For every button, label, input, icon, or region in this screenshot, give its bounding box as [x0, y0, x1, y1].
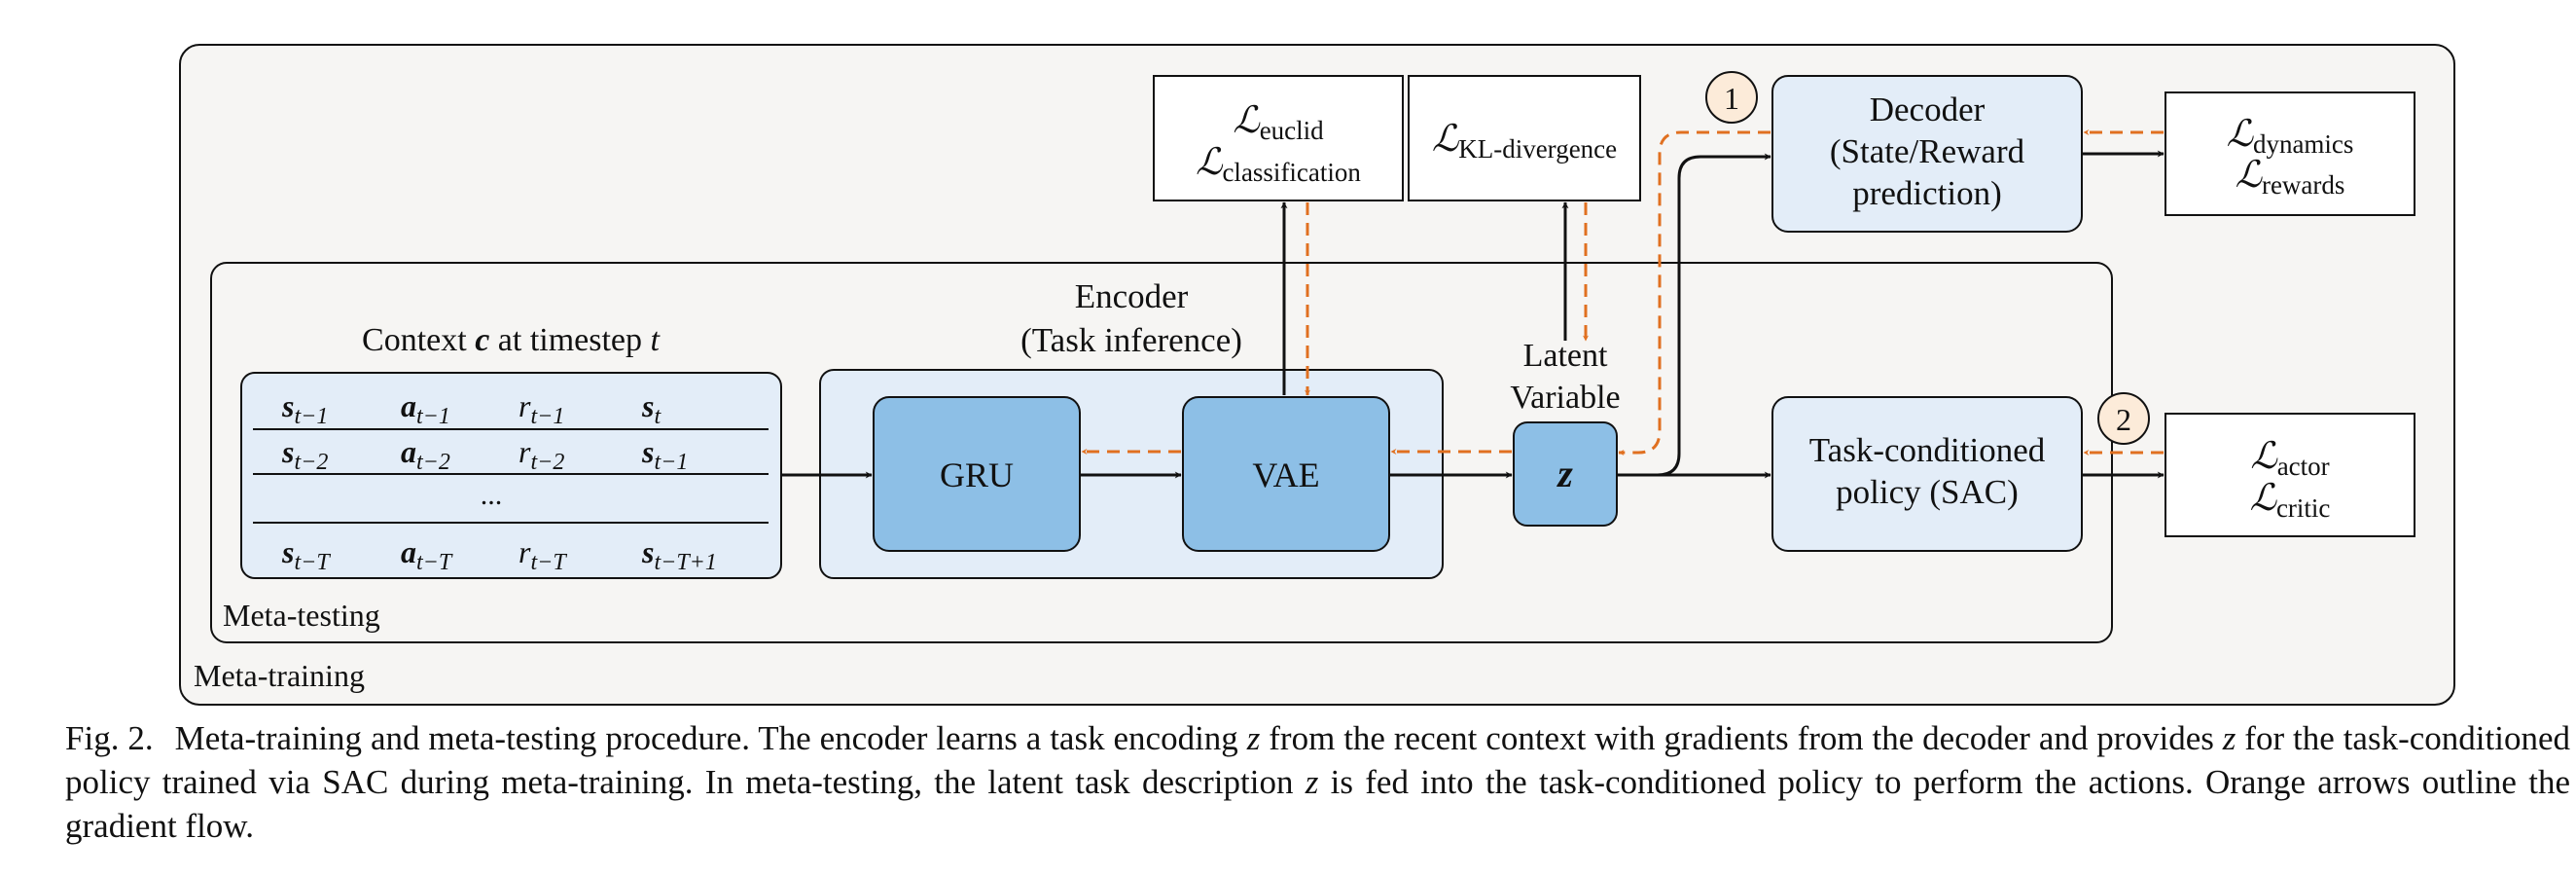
svg-text:2: 2	[2116, 402, 2131, 437]
encoder-subtitle: (Task inference)	[1020, 321, 1242, 359]
figure-caption: Fig. 2. Meta-training and meta-testing pr…	[65, 716, 2570, 848]
latent-z-symbol: z	[1556, 452, 1573, 495]
gru-label: GRU	[940, 456, 1014, 494]
caption-z-2: z	[2222, 719, 2236, 757]
caption-text-2: from the recent context with gradients f…	[1260, 719, 2223, 757]
decoder-line3: prediction)	[1852, 174, 2002, 212]
context-cell: st−T+1	[641, 534, 717, 575]
caption-text-1: Meta-training and meta-testing procedure…	[174, 719, 1247, 757]
loss-dynamics: ℒdynamics	[2227, 114, 2354, 159]
caption-text-4: is fed into the task-conditioned policy …	[65, 763, 2570, 845]
gradient-flow-arrows	[1081, 129, 2164, 456]
context-cell: at−1	[401, 388, 450, 429]
loss-critic: ℒcritic	[2250, 478, 2331, 523]
context-cell: st−1	[281, 388, 328, 429]
context-cell: rt−T	[519, 534, 567, 575]
loss-euclid: ℒeuclid	[1233, 100, 1324, 145]
marker-1: 1	[1705, 71, 1758, 124]
context-cell: st	[641, 388, 662, 429]
loss-box-euclid-classification	[1153, 75, 1404, 201]
latent-label-line1: Latent	[1523, 338, 1608, 374]
loss-box-dynamics-rewards	[2165, 91, 2415, 216]
caption-z-3: z	[1305, 763, 1319, 801]
context-cell: st−2	[281, 434, 328, 475]
decoder-line1: Decoder	[1870, 91, 1986, 128]
context-cell: at−T	[401, 534, 453, 575]
caption-z-1: z	[1246, 719, 1261, 757]
decoder-line2: (State/Reward	[1830, 132, 2025, 170]
loss-actor: ℒactor	[2250, 436, 2329, 481]
context-cell: rt−2	[519, 434, 564, 475]
loss-box-kl	[1408, 75, 1641, 201]
caption-text-3: for the task-conditioned policy trained …	[65, 719, 2570, 801]
vae-label: VAE	[1252, 456, 1319, 494]
policy-line2: policy (SAC)	[1836, 473, 2019, 511]
loss-rewards: ℒrewards	[2236, 155, 2345, 200]
latent-label-line2: Variable	[1510, 380, 1620, 416]
svg-text:1: 1	[1724, 81, 1739, 116]
encoder-title: Encoder	[1075, 277, 1189, 315]
context-ellipsis: ...	[481, 479, 503, 511]
marker-2: 2	[2097, 392, 2150, 445]
meta-testing-label: Meta-testing	[223, 598, 380, 633]
context-cell: at−2	[401, 434, 450, 475]
caption-label: Fig. 2.	[65, 719, 154, 757]
meta-training-label: Meta-training	[194, 658, 365, 693]
context-cell: st−1	[641, 434, 688, 475]
policy-line1: Task-conditioned	[1809, 431, 2046, 469]
context-table: st−1 at−1 rt−1 st st−2 at−2 rt−2 st−1 st−T at−T rt…	[240, 372, 782, 579]
forward-arrows	[781, 150, 2165, 479]
context-cell: rt−1	[519, 388, 564, 429]
loss-box-actor-critic	[2165, 413, 2415, 537]
loss-kl: ℒKL-divergence	[1432, 119, 1617, 164]
loss-classification: ℒclassification	[1196, 142, 1361, 187]
meta-learning-diagram: Meta-training Meta-testing Context c at …	[179, 44, 2455, 706]
context-cell: st−T	[281, 534, 331, 575]
context-title: Context c at timestep t	[362, 322, 662, 358]
